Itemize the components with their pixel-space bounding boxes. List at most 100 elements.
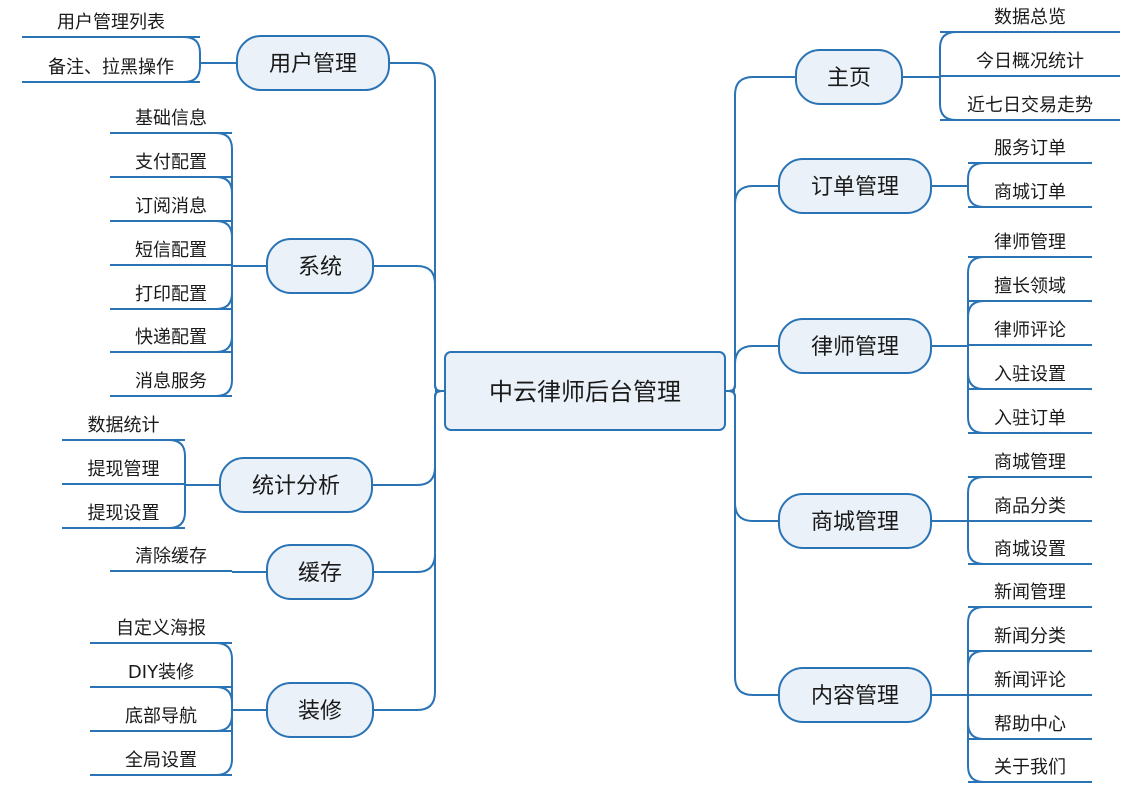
leaf-connector — [967, 162, 985, 186]
leaf-connector — [939, 31, 957, 77]
leaf-label: 关于我们 — [994, 757, 1066, 778]
leaf-connector — [967, 521, 985, 565]
branch-box — [795, 49, 903, 105]
branch-connector — [373, 390, 442, 711]
branch-box — [219, 457, 373, 513]
leaf-label: 律师管理 — [994, 232, 1066, 253]
branch-label: 用户管理 — [269, 52, 357, 77]
branch-box — [266, 238, 374, 294]
leaf-label: 商城设置 — [994, 539, 1066, 560]
leaf-label: 新闻管理 — [994, 582, 1066, 603]
leaf-connector — [215, 710, 233, 776]
branch-box — [778, 667, 932, 723]
branch-box — [778, 158, 932, 214]
leaf-label: 擅长领域 — [994, 276, 1066, 297]
leaf-label: 商品分类 — [994, 496, 1066, 517]
leaf-connector — [967, 476, 985, 521]
leaf-connector — [967, 300, 985, 346]
branch-box — [778, 493, 932, 549]
branch-label: 主页 — [827, 66, 871, 91]
leaf-label: 入驻设置 — [994, 364, 1066, 385]
leaf-connector — [215, 266, 233, 397]
leaf-label: 律师评论 — [994, 320, 1066, 341]
leaf-connector — [967, 186, 985, 208]
branch-label: 缓存 — [298, 561, 342, 586]
leaf-label: 入驻订单 — [994, 408, 1066, 429]
leaf-label: 用户管理列表 — [57, 12, 165, 33]
branch-connector — [728, 390, 779, 696]
leaf-connector — [183, 36, 201, 63]
leaf-label: DIY装修 — [128, 662, 194, 683]
leaf-label: 新闻分类 — [994, 626, 1066, 647]
branch-box — [266, 682, 374, 738]
leaf-connector — [168, 439, 186, 485]
leaf-label: 数据总览 — [994, 7, 1066, 28]
leaf-label: 自定义海报 — [116, 618, 206, 639]
leaf-label: 清除缓存 — [135, 546, 207, 567]
leaf-label: 提现管理 — [88, 459, 160, 480]
leaf-connector — [967, 650, 985, 695]
leaf-connector — [967, 695, 985, 740]
branch-connector — [389, 62, 442, 392]
branch-label: 系统 — [298, 255, 342, 280]
leaf-label: 订阅消息 — [135, 196, 207, 217]
leaf-connector — [168, 485, 186, 529]
leaf-connector — [215, 686, 233, 710]
leaf-label: 近七日交易走势 — [967, 95, 1093, 116]
branch-label: 订单管理 — [811, 175, 899, 200]
branch-label: 律师管理 — [811, 335, 899, 360]
leaf-connector — [939, 77, 957, 121]
leaf-connector — [967, 346, 985, 390]
leaf-connector — [215, 642, 233, 710]
branch-label: 装修 — [298, 699, 342, 724]
root-box — [444, 351, 726, 431]
leaf-nodes: 用户管理列表备注、拉黑操作基础信息支付配置订阅消息短信配置打印配置快递配置消息服… — [22, 7, 1120, 783]
leaf-label: 支付配置 — [135, 152, 207, 173]
root-title: 中云律师后台管理 — [489, 378, 681, 406]
branch-box — [236, 35, 390, 91]
branch-node: 用户管理 — [236, 35, 390, 91]
branch-node: 系统 — [266, 238, 374, 294]
leaf-connector — [215, 266, 233, 310]
leaf-label: 服务订单 — [994, 138, 1066, 159]
leaf-label: 数据统计 — [88, 415, 160, 436]
branch-connector — [728, 185, 779, 392]
leaf-connector — [215, 132, 233, 266]
leaf-label: 消息服务 — [135, 371, 207, 392]
branch-node: 内容管理 — [778, 667, 932, 723]
branch-label: 内容管理 — [811, 684, 899, 709]
leaf-label: 今日概况统计 — [976, 51, 1084, 72]
branch-label: 统计分析 — [252, 474, 340, 499]
branch-connector — [728, 345, 779, 392]
leaf-connector — [215, 710, 233, 732]
leaf-connector — [183, 63, 201, 83]
branch-node: 主页 — [795, 49, 903, 105]
leaf-label: 新闻评论 — [994, 670, 1066, 691]
branch-label: 商城管理 — [811, 510, 899, 535]
branch-node: 商城管理 — [778, 493, 932, 549]
leaf-label: 基础信息 — [135, 108, 207, 129]
branch-node: 订单管理 — [778, 158, 932, 214]
branch-node: 统计分析 — [219, 457, 373, 513]
branch-connector — [372, 390, 442, 486]
branch-connector — [728, 390, 779, 522]
branch-box — [778, 318, 932, 374]
leaf-label: 底部导航 — [125, 706, 197, 727]
branch-node: 律师管理 — [778, 318, 932, 374]
leaf-label: 快递配置 — [135, 327, 207, 348]
leaf-label: 打印配置 — [135, 284, 207, 305]
leaf-connector — [215, 220, 233, 266]
leaf-label: 帮助中心 — [994, 714, 1066, 735]
leaf-label: 备注、拉黑操作 — [48, 57, 174, 78]
leaf-label: 商城管理 — [994, 452, 1066, 473]
branch-node: 缓存 — [266, 544, 374, 600]
leaf-label: 短信配置 — [135, 240, 207, 261]
branch-box — [266, 544, 374, 600]
leaf-label: 全局设置 — [125, 750, 197, 771]
leaf-label: 提现设置 — [88, 503, 160, 524]
branch-node: 装修 — [266, 682, 374, 738]
leaf-label: 商城订单 — [994, 182, 1066, 203]
branch-connector — [373, 265, 442, 392]
